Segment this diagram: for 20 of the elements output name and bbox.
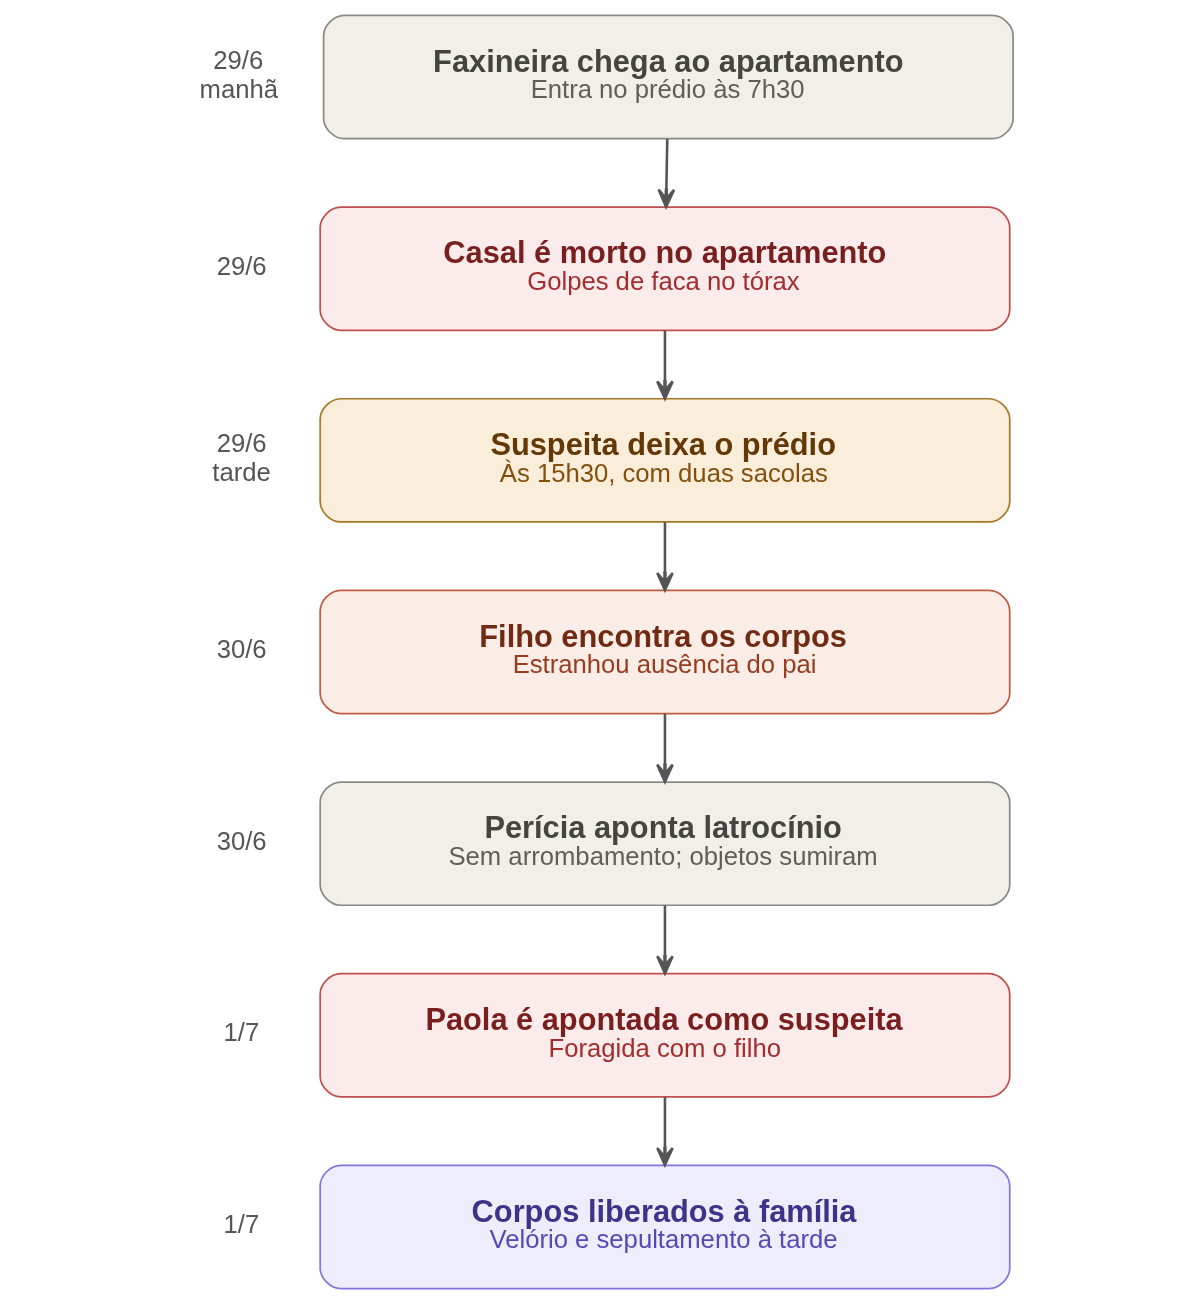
node-box: Perícia aponta latrocínio Sem arrombamento; objetos sumiram	[318, 781, 1011, 907]
node-label: 1/7	[222, 1209, 259, 1238]
node-label: 1/7	[222, 1018, 259, 1047]
arrow	[655, 330, 674, 400]
node-box: Corpos liberados à família Velório e sepultamento à tarde	[318, 1164, 1011, 1290]
node-box: Suspeita deixa o prédio Às 15h30, com duas sacolas	[318, 397, 1011, 523]
node-box: Faxineira chega ao apartamento Entra no prédio às 7h30	[322, 14, 1014, 140]
node-box: Casal é morto no apartamento Golpes de faca no tórax	[318, 206, 1011, 332]
node-label: 29/6 manhã	[199, 45, 278, 103]
node-box: Paola é apontada como suspeita Foragida com o filho	[318, 972, 1011, 1098]
arrow	[655, 1097, 674, 1167]
arrow	[655, 522, 674, 592]
node-label: 29/6	[216, 251, 267, 280]
node-label: 29/6 tarde	[211, 428, 271, 486]
arrow	[656, 138, 675, 209]
node-box: Filho encontra os corpos Estranhou ausência do pai	[318, 589, 1011, 715]
arrow	[655, 713, 674, 784]
arrow	[655, 905, 674, 975]
node-label: 30/6	[216, 634, 267, 663]
node-label: 30/6	[216, 826, 267, 855]
